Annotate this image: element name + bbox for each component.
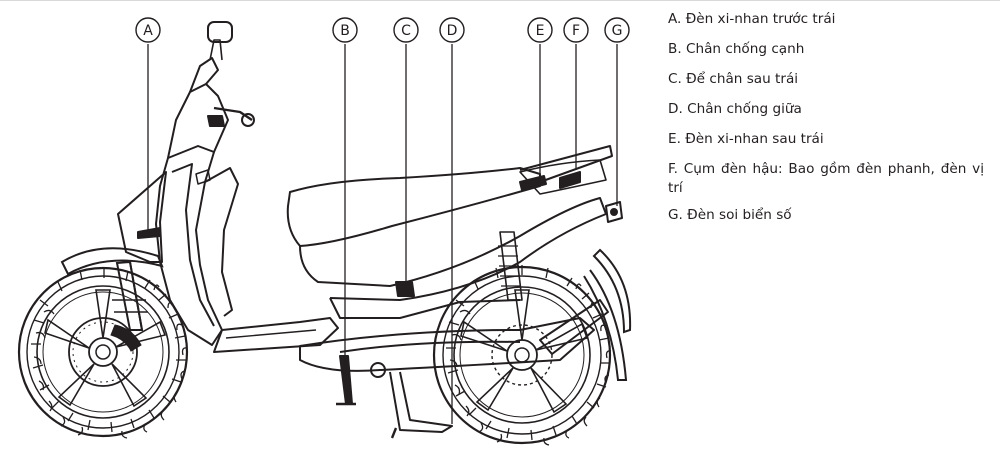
callout-d: D <box>439 17 465 43</box>
callout-label-c: C <box>401 23 411 39</box>
callout-label-a: A <box>143 23 153 39</box>
callout-f: F <box>563 17 589 43</box>
legend-item-e: E. Đèn xi-nhan sau trái <box>668 131 824 147</box>
rear-wheel <box>432 265 612 446</box>
scooter-diagram: A B C D E F G <box>17 17 632 446</box>
callout-leaders <box>147 44 618 424</box>
callout-g: G <box>604 17 630 43</box>
top-divider <box>0 0 1000 1</box>
front-wheel <box>17 266 189 439</box>
callout-c: C <box>393 17 419 43</box>
legend-item-g: G. Đèn soi biển số <box>668 207 792 223</box>
callout-b: B <box>332 17 358 43</box>
legend-item-a: A. Đèn xi-nhan trước trái <box>668 11 836 27</box>
callout-a: A <box>135 17 161 43</box>
callout-e: E <box>527 17 553 43</box>
callout-label-e: E <box>536 23 545 39</box>
rear-fender <box>583 248 632 381</box>
callout-label-f: F <box>572 23 580 39</box>
legend-item-b: B. Chân chống cạnh <box>668 41 805 57</box>
parts-legend: A. Đèn xi-nhan trước trái B. Chân chống … <box>668 10 984 236</box>
legend-item-c: C. Để chân sau trái <box>668 71 799 87</box>
callout-label-g: G <box>612 23 623 39</box>
callout-label-d: D <box>447 23 458 39</box>
legend-item-d: D. Chân chống giữa <box>668 101 802 117</box>
callout-label-b: B <box>340 23 350 39</box>
legend-item-f: F. Cụm đèn hậu: Bao gồm đèn phanh, đèn v… <box>668 161 984 196</box>
scooter-body <box>117 21 623 439</box>
